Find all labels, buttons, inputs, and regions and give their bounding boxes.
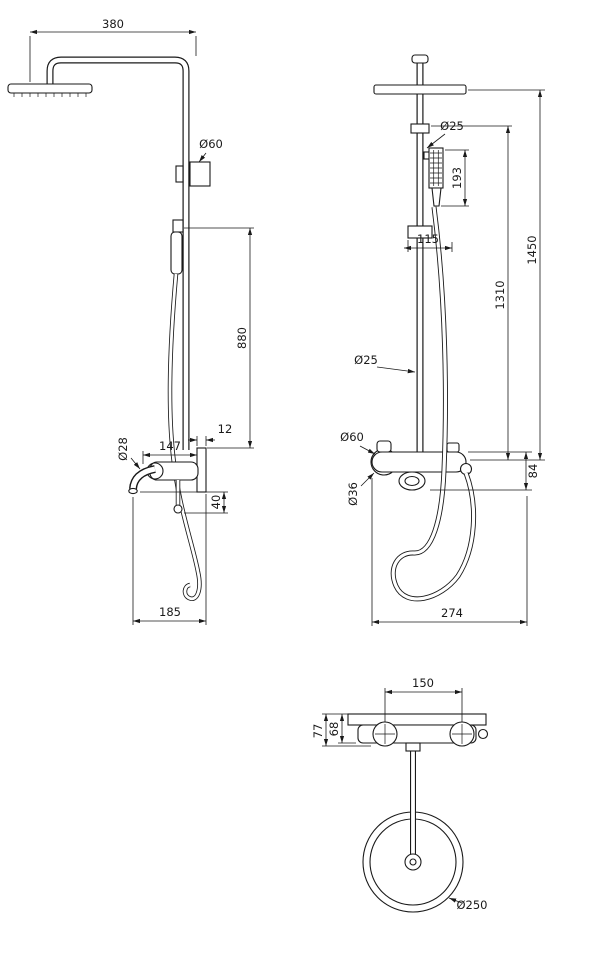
rain-head-front: [373, 84, 467, 95]
head-hub-center: [409, 858, 417, 866]
hose-front-core: [391, 206, 476, 601]
dim-wall-clearance: 185: [159, 605, 181, 619]
leader-line: [376, 366, 416, 374]
extension-line: [371, 478, 528, 626]
dim-hose-drop: 880: [235, 327, 249, 349]
dim-hose-span: 274: [441, 606, 463, 620]
spout-front-inner: [404, 475, 420, 487]
slider-collar: [410, 123, 430, 134]
handshower-handle: [431, 187, 442, 207]
spray-face-hatch: [13, 93, 87, 97]
dim-bracket-span: 115: [417, 232, 439, 246]
dim-spout-drop: 40: [209, 495, 223, 510]
hose-hook-plan: [477, 728, 489, 740]
dim-handle-spacing: 150: [412, 676, 434, 690]
diverter-knob-front: [446, 442, 460, 453]
handle-right-cross: [452, 724, 472, 744]
dim-escutcheon-dia: Ø60: [340, 430, 364, 444]
slider-mount: [407, 225, 433, 239]
shower-arm-pipe-core: [47, 57, 189, 450]
extension-line: [29, 36, 197, 82]
extension-line: [132, 494, 207, 625]
tub-spout-side-core: [130, 466, 156, 490]
dim-pipe-dia-lower: Ø25: [354, 353, 378, 367]
extension-line: [430, 451, 532, 491]
leader-line: [130, 457, 141, 470]
dim-riser-length: 1310: [493, 280, 507, 309]
diverter-knob: [189, 161, 211, 187]
handshower-side: [170, 231, 183, 275]
shower-arm-pipe: [46, 56, 190, 450]
dim-body-length: 147: [159, 439, 181, 453]
head-hub: [404, 853, 422, 871]
riser-top-cap: [411, 54, 429, 64]
leader-line: [426, 133, 446, 149]
leader-line: [360, 472, 375, 487]
dim-depth-outer: 77: [311, 724, 325, 739]
extension-line: [196, 436, 207, 446]
extension-line: [431, 125, 545, 461]
dim-diverter-dia: Ø60: [199, 137, 223, 151]
dim-arm-reach: 380: [102, 17, 124, 31]
diverter-bracket: [175, 165, 184, 183]
dim-valve-body-dia: Ø36: [346, 482, 360, 506]
view-plan: 150 77 68 Ø250: [311, 676, 489, 913]
spout-outlet: [128, 487, 138, 495]
view-side-elevation: 380 Ø60 880 12 147 Ø28 40 185: [7, 17, 254, 625]
dim-total-height: 1450: [525, 235, 539, 264]
mixer-body-front: [371, 451, 467, 473]
leader-line: [359, 445, 376, 455]
mixer-body-side: [149, 461, 199, 481]
rain-head-side: [7, 83, 93, 94]
handshower-holder: [172, 219, 184, 233]
dim-depth-inner: 68: [327, 722, 341, 737]
hose-outlet: [459, 462, 473, 476]
hose-front: [390, 206, 476, 602]
view-front-elevation: Ø25 193 115 Ø25 Ø60 Ø36 84 1310 1450 27: [340, 54, 545, 626]
mixer-handle-front: [376, 440, 392, 453]
extension-line: [184, 227, 254, 449]
dim-handshower-length: 193: [450, 167, 464, 189]
dim-flange-thickness: 12: [218, 422, 233, 436]
handshower-grid: [430, 150, 442, 186]
leader-line: [198, 152, 207, 163]
handle-left-cross: [375, 724, 395, 744]
dim-head-dia: Ø250: [456, 898, 487, 912]
hose-side-core: [168, 273, 201, 601]
spout-front: [398, 471, 426, 491]
dim-valve-height: 84: [526, 464, 540, 479]
leader-line: [448, 897, 463, 904]
pipe-connector: [405, 742, 421, 752]
handle-knob-side: [173, 504, 183, 514]
dim-spout-dia: Ø28: [116, 437, 130, 461]
